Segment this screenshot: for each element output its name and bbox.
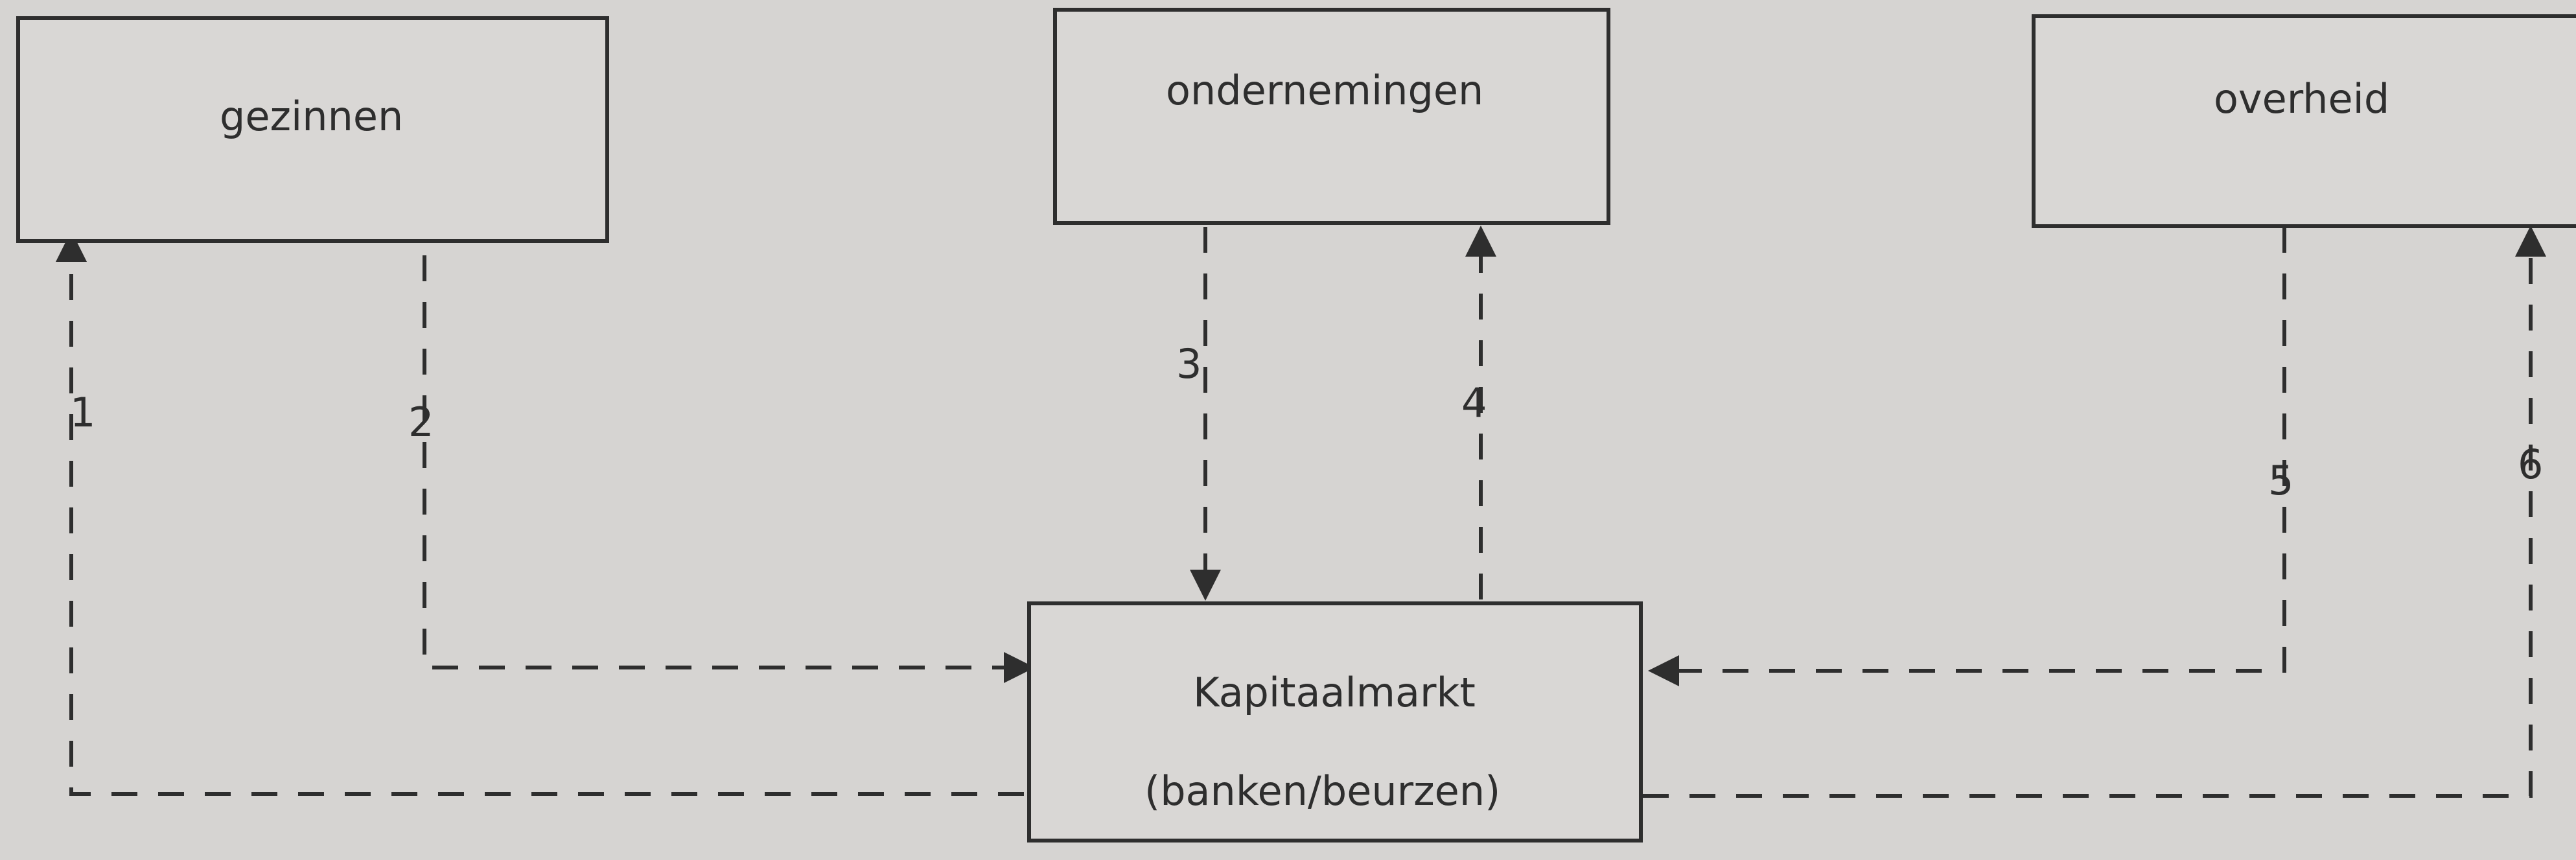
flow-1-line: [56, 231, 1024, 796]
companies-label: ondernemingen: [1166, 67, 1484, 114]
flow-6-number: 6: [2518, 441, 2544, 488]
households-label: gezinnen: [220, 93, 404, 140]
capital-market-sublabel: (banken/beurzen): [1144, 767, 1501, 815]
companies-box: ondernemingen: [1053, 8, 1610, 225]
flow-4-number: 4: [1461, 379, 1487, 426]
capital-market-box: Kapitaalmarkt (banken/beurzen): [1027, 601, 1643, 843]
flow-1-number: 1: [70, 389, 96, 436]
flow-5-line: [1648, 227, 2286, 686]
flow-6-line: [1643, 226, 2546, 798]
households-box: gezinnen: [16, 16, 609, 243]
capital-market-label: Kapitaalmarkt: [1193, 669, 1476, 716]
flow-5-number: 5: [2268, 457, 2294, 504]
government-label: overheid: [2214, 75, 2390, 122]
flow-2-number: 2: [408, 399, 434, 446]
flow-2-line: [423, 209, 1035, 683]
flow-3-number: 3: [1176, 340, 1202, 388]
government-box: overheid: [2032, 14, 2576, 228]
